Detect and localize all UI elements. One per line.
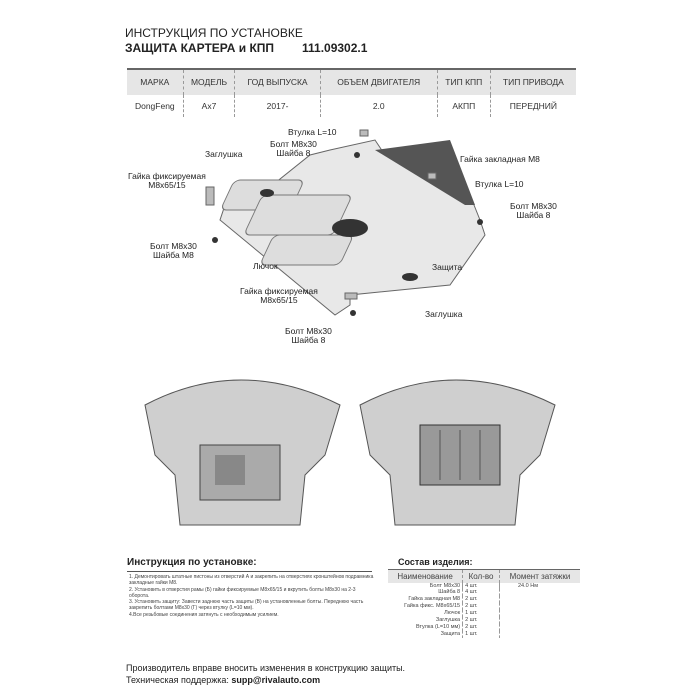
spec-value: Ax7: [183, 95, 236, 117]
composition-header: Наименование: [388, 569, 464, 583]
doc-subtitle: ИНСТРУКЦИЯ ПО УСТАНОВКЕ: [125, 26, 303, 40]
spec-header: ТИП КПП: [437, 68, 491, 95]
label-vtulka-1: Втулка L=10: [288, 127, 337, 137]
composition-cell: [499, 589, 580, 596]
composition-cell: [499, 603, 580, 610]
composition-heading: Состав изделия:: [398, 557, 473, 567]
composition-cell: [499, 610, 580, 617]
composition-cell: Шайба 8: [388, 589, 464, 597]
footer-support: Техническая поддержка: supp@rivalauto.co…: [126, 675, 320, 685]
label-luchok: Лючок: [253, 261, 278, 271]
skid-plate-diagram: [205, 129, 486, 316]
instructions-heading: Инструкция по установке:: [127, 557, 257, 568]
composition-cell: Заглушка: [388, 616, 464, 624]
composition-cell: 4 шт.: [462, 582, 500, 590]
composition-header: Момент затяжки: [499, 569, 580, 583]
step: 2. Установить в отверстия рамы (Б) гайки…: [129, 586, 356, 599]
support-email-link[interactable]: supp@rivalauto.com: [231, 675, 321, 685]
composition-cell: 4 шт.: [462, 589, 500, 597]
hatch-part: [332, 219, 368, 237]
label-gaika-fix-2: Гайка фиксируемая М8х65/15: [240, 286, 318, 306]
composition-cell: [499, 596, 580, 603]
spec-value: 2.0: [320, 95, 438, 117]
underbody-after-diagram: [359, 379, 556, 526]
footer-note: Производитель вправе вносить изменения в…: [126, 663, 406, 673]
label-zashita: Защита: [432, 262, 463, 272]
composition-cell: 2 шт.: [462, 596, 500, 604]
spec-value: DongFeng: [127, 95, 184, 117]
label-zaglushka-2: Заглушка: [425, 309, 463, 319]
composition-cell: [499, 624, 580, 631]
spec-header: МАРКА: [127, 68, 184, 95]
composition-cell: 1 шт.: [462, 610, 500, 617]
composition-cell: 1 шт.: [462, 630, 500, 638]
spec-value: ПЕРЕДНИЙ: [509, 101, 557, 111]
label-bolt-1: Болт М8х30 Шайба 8: [270, 139, 317, 159]
label-gaika-zakl: Гайка закладная М8: [460, 154, 540, 164]
composition-cell: Защита: [388, 630, 464, 638]
composition-cell: Втулка (L=10 мм): [388, 623, 464, 631]
underbody-before-diagram: [144, 379, 341, 526]
support-label: Техническая поддержка:: [126, 675, 232, 685]
spec-header: МОДЕЛЬ: [183, 68, 236, 95]
doc-title: ЗАЩИТА КАРТЕРА и КПП: [125, 41, 275, 55]
label-vtulka-2: Втулка L=10: [475, 179, 524, 189]
composition-cell: Гайка закладная М8: [388, 596, 464, 604]
spec-value: 2017-: [234, 95, 321, 117]
step: 4.Все резьбовые соединения затянуть с не…: [129, 611, 279, 618]
composition-cell: 24.0 Нм: [517, 582, 538, 589]
spec-header: ТИП ПРИВОДА: [490, 68, 576, 95]
label-zaglushka-1: Заглушка: [205, 149, 243, 159]
composition-cell: 2 шт.: [462, 616, 500, 624]
divider: [127, 571, 372, 572]
label-bolt-3: Болт М8х30 Шайба М8: [150, 241, 197, 261]
composition-cell: 2 шт.: [462, 603, 500, 610]
label-gaika-fix-1: Гайка фиксируемая М8х65/15: [128, 171, 206, 191]
part-number: 111.09302.1: [302, 41, 368, 55]
spec-value: АКПП: [437, 95, 491, 117]
composition-cell: Гайка фикс. М8х65/15: [388, 603, 464, 610]
instructions-steps: 1. Демонтировать штатные пистоны из отве…: [129, 574, 374, 618]
step: 1. Демонтировать штатные пистоны из отве…: [129, 574, 374, 587]
composition-cell: 2 шт.: [462, 623, 500, 631]
spec-header: ГОД ВЫПУСКА: [234, 68, 321, 95]
composition-header: Кол-во: [462, 569, 500, 583]
composition-cell: [499, 631, 580, 638]
label-bolt-2: Болт М8х30 Шайба 8: [510, 201, 557, 221]
composition-cell: Лючок: [388, 610, 464, 617]
composition-cell: Болт М8х30: [388, 582, 464, 590]
label-bolt-4: Болт М8х30 Шайба 8: [285, 326, 332, 346]
table-row: Втулка (L=10 мм)2 шт.: [388, 623, 580, 631]
composition-cell: [499, 617, 580, 624]
step: 3. Установить защиту: Завести заднюю час…: [129, 599, 364, 612]
spec-header: ОБЪЕМ ДВИГАТЕЛЯ: [320, 68, 438, 95]
